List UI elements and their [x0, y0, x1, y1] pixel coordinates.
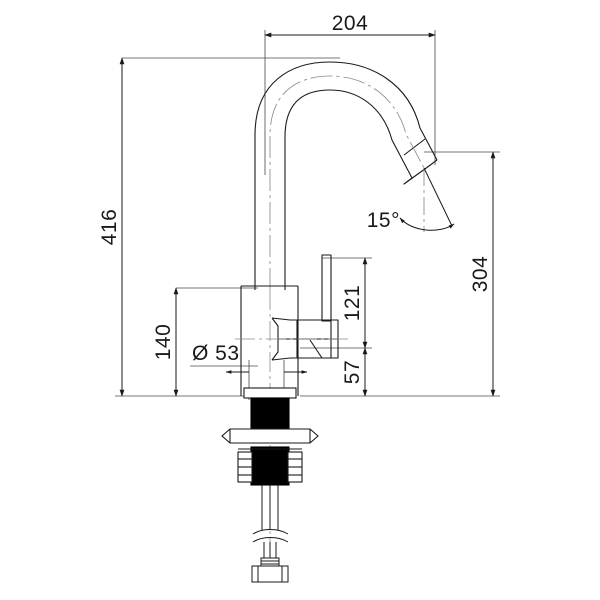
angle-leg-line	[423, 167, 453, 227]
dim-label-121: 121	[341, 285, 364, 322]
dim-label-diameter-53: Ø 53	[192, 342, 240, 365]
dim-label-304: 304	[469, 256, 492, 293]
dimension-labels: 204 416 140 Ø 53 121 57 304 15°	[98, 12, 492, 384]
mounting-assembly	[221, 387, 319, 486]
extension-lines	[115, 30, 500, 400]
dim-label-angle-15: 15°	[367, 209, 400, 232]
supply-hoses	[252, 485, 289, 535]
angle-arc	[399, 217, 455, 231]
hose-connector	[251, 537, 289, 583]
dimension-lines	[119, 32, 496, 397]
dim-label-140: 140	[152, 324, 175, 361]
dim-label-204: 204	[332, 12, 369, 35]
dim-label-57: 57	[341, 360, 364, 384]
dim-label-416: 416	[98, 209, 121, 246]
